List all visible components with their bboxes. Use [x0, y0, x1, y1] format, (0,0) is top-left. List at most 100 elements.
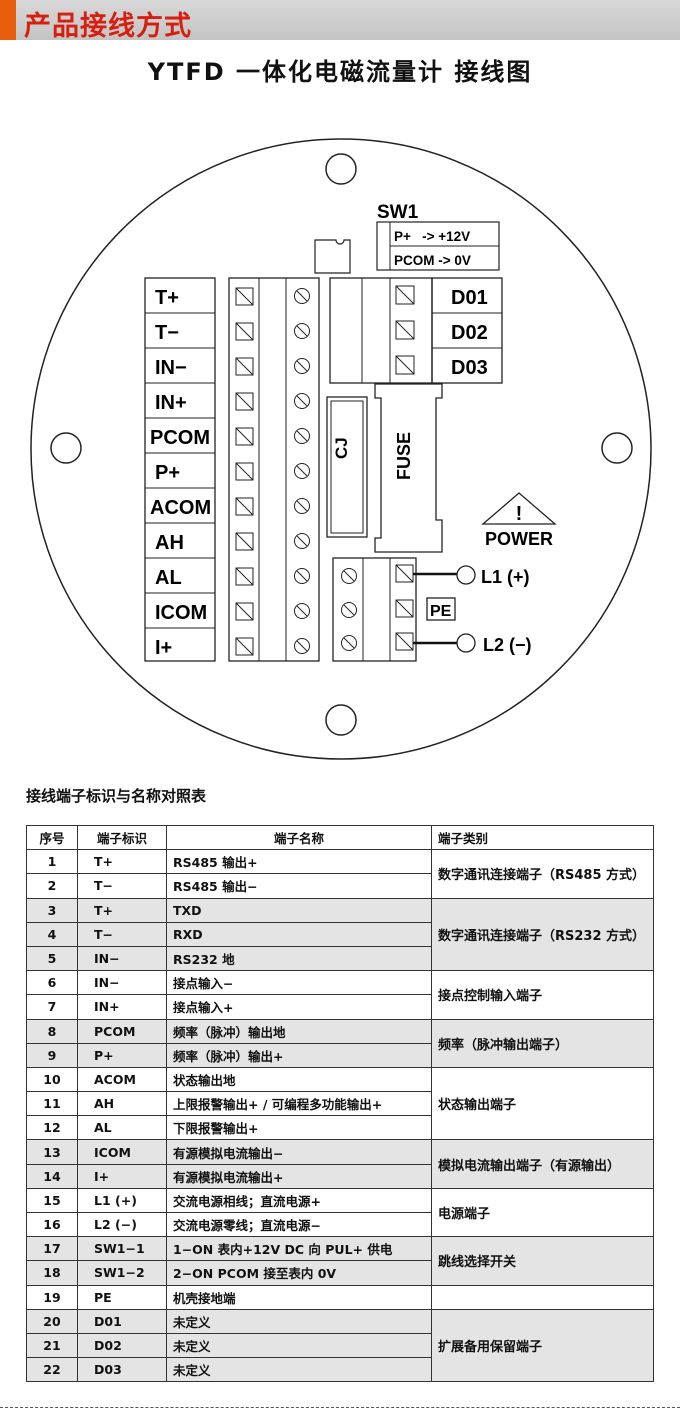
cell-mark: AH — [77, 1091, 167, 1117]
warning-symbol: ! — [516, 503, 523, 525]
cell-mark: IN− — [77, 945, 167, 972]
cell-name: 接点输入+ — [166, 994, 432, 1020]
cell-name: 有源模拟电流输出+ — [166, 1163, 432, 1189]
power-warning-icon: ! POWER — [481, 492, 557, 549]
mount-hole-right — [601, 432, 633, 464]
left-terminal-block — [228, 277, 320, 662]
terminal-label-ah: AH — [155, 532, 184, 554]
cell-name: 未定义 — [166, 1308, 432, 1334]
terminal-label-p-plus: P+ — [155, 462, 180, 484]
cell-mark: SW1−1 — [77, 1236, 167, 1262]
cell-category: 数字通讯连接端子（RS232 方式） — [431, 897, 654, 972]
cell-no: 21 — [26, 1332, 78, 1359]
cell-no: 15 — [26, 1187, 78, 1214]
cell-no: 8 — [26, 1018, 78, 1044]
cell-name: RS232 地 — [166, 945, 432, 972]
cell-name: 2−ON PCOM 接至表内 0V — [166, 1260, 432, 1286]
header-accent-bar — [0, 0, 16, 40]
cell-name: RS485 输出− — [166, 873, 432, 899]
terminal-label-d02: D02 — [451, 322, 488, 344]
cell-name: 频率（脉冲）输出地 — [166, 1018, 432, 1044]
notch-component — [314, 239, 351, 274]
cell-no: 9 — [26, 1042, 78, 1068]
col-header-no: 序号 — [26, 824, 78, 851]
cell-no: 22 — [26, 1357, 78, 1383]
cell-no: 7 — [26, 994, 78, 1020]
cell-no: 17 — [26, 1236, 78, 1262]
cell-category: 电源端子 — [431, 1187, 654, 1238]
cell-mark: I+ — [77, 1163, 167, 1189]
power-terminal-block — [332, 557, 417, 662]
power-label: POWER — [485, 529, 553, 549]
terminal-label-i-plus: I+ — [155, 637, 172, 659]
terminal-label-pcom: PCOM — [150, 427, 210, 449]
terminal-label-t-plus: T+ — [155, 287, 179, 309]
cell-no: 6 — [26, 970, 78, 996]
cell-no: 20 — [26, 1308, 78, 1334]
cell-mark: L1 (+) — [77, 1187, 167, 1214]
cell-mark: D01 — [77, 1308, 167, 1334]
l2-label: L2 (−) — [483, 635, 532, 655]
housing-outline — [30, 138, 652, 760]
terminal-label-d01: D01 — [451, 287, 488, 309]
cell-no: 2 — [26, 873, 78, 899]
cell-category: 接点控制输入端子 — [431, 970, 654, 1020]
do-terminal-block — [329, 277, 433, 384]
cell-mark: IN− — [77, 970, 167, 996]
l1-terminal — [456, 565, 476, 585]
sw1-row-1: P+ -> +12V — [394, 229, 470, 244]
footer-divider — [0, 1407, 680, 1408]
l2-terminal — [456, 633, 476, 653]
col-header-name: 端子名称 — [166, 824, 432, 851]
cell-name: 接点输入− — [166, 970, 432, 996]
cell-mark: T+ — [77, 849, 167, 875]
cell-name: TXD — [166, 897, 432, 923]
cell-no: 16 — [26, 1211, 78, 1238]
cell-mark: PE — [77, 1284, 167, 1310]
terminal-label-d03: D03 — [451, 357, 488, 379]
cell-name: 1−ON 表内+12V DC 向 PUL+ 供电 — [166, 1236, 432, 1262]
section-header: 产品接线方式 — [0, 0, 680, 42]
cell-category: 频率（脉冲输出端子） — [431, 1018, 654, 1068]
mount-hole-bottom — [325, 704, 357, 736]
mount-hole-top — [325, 153, 357, 185]
cell-name: RS485 输出+ — [166, 849, 432, 875]
cell-no: 3 — [26, 897, 78, 923]
fuse-holder: FUSE — [374, 383, 443, 553]
cell-category: 数字通讯连接端子（RS485 方式） — [431, 849, 654, 899]
cell-mark: SW1−2 — [77, 1260, 167, 1286]
l1-label: L1 (+) — [481, 567, 530, 587]
col-header-category: 端子类别 — [431, 824, 654, 851]
cell-no: 18 — [26, 1260, 78, 1286]
cell-category: 跳线选择开关 — [431, 1236, 654, 1286]
cell-mark: PCOM — [77, 1018, 167, 1044]
cell-name: 状态输出地 — [166, 1066, 432, 1093]
cell-name: 下限报警输出+ — [166, 1115, 432, 1141]
cell-category: 扩展备用保留端子 — [431, 1308, 654, 1383]
cj-connector: CJ — [326, 396, 368, 538]
cell-name: 有源模拟电流输出− — [166, 1139, 432, 1165]
cell-no: 13 — [26, 1139, 78, 1165]
sw1-label: SW1 — [377, 202, 419, 223]
mount-hole-left — [50, 432, 82, 464]
cell-name: 频率（脉冲）输出+ — [166, 1042, 432, 1068]
cell-mark: D02 — [77, 1332, 167, 1359]
cell-mark: P+ — [77, 1042, 167, 1068]
cell-mark: IN+ — [77, 994, 167, 1020]
cell-name: RXD — [166, 921, 432, 947]
cell-name: 交流电源相线；直流电源+ — [166, 1187, 432, 1214]
pe-label: PE — [430, 603, 452, 620]
left-terminal-labels: T+ T− IN− IN+ PCOM P+ ACOM AH AL ICOM I+ — [144, 277, 216, 662]
